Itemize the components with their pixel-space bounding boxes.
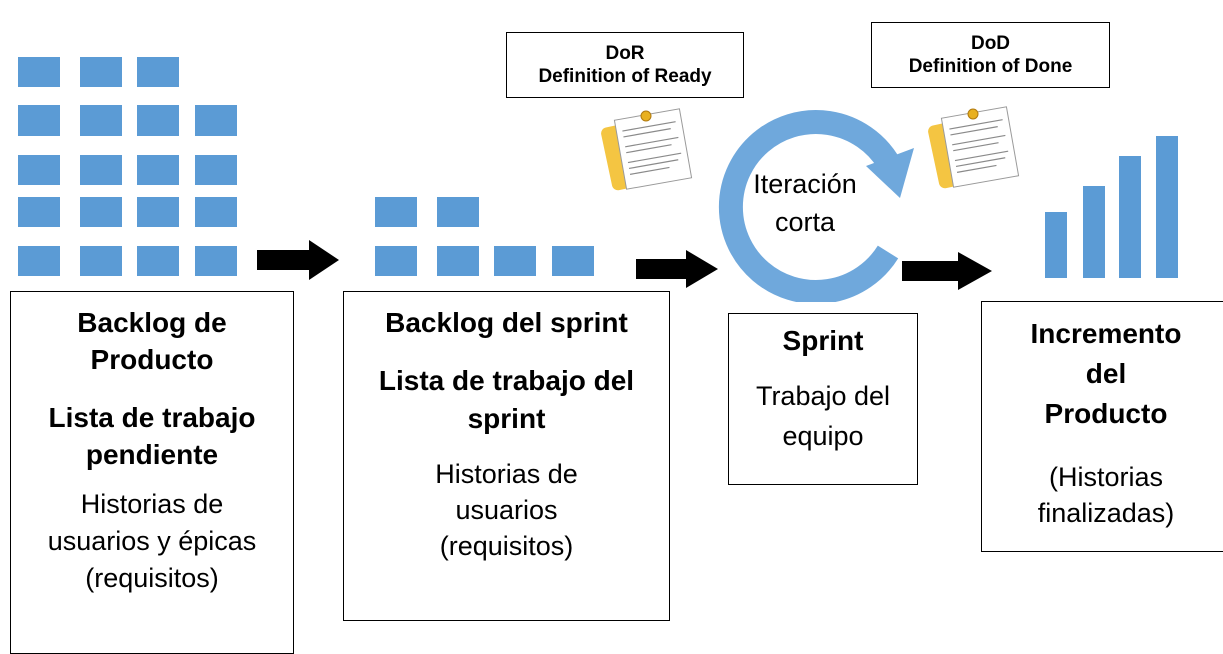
sprint-item-tile (552, 246, 594, 276)
flow-arrow-1 (257, 240, 339, 280)
backlog-item-tile (137, 197, 179, 227)
product-increment-box: Incremento del Producto (Historias final… (981, 301, 1223, 552)
dor-full-name: Definition of Ready (538, 66, 712, 87)
sprint-title: Sprint (782, 325, 864, 356)
checklist-note-icon (601, 108, 693, 191)
backlog-item-tile (137, 57, 179, 87)
backlog-item-tile (80, 105, 122, 136)
product-increment-title: Incremento del Producto (1030, 318, 1182, 429)
cycle-label: Iteración corta (753, 169, 857, 237)
sprint-box: Sprint Trabajo del equipo (728, 313, 918, 485)
backlog-item-tile (137, 155, 179, 185)
backlog-item-tile (195, 246, 237, 276)
increment-bar (1119, 156, 1141, 278)
product-backlog-description: Historias de usuarios y épicas (requisit… (47, 489, 257, 593)
flow-arrow-2 (636, 250, 718, 288)
dor-abbreviation: DoR (605, 43, 645, 64)
sprint-item-tile (375, 246, 417, 276)
backlog-item-tile (137, 105, 179, 136)
backlog-item-tile (18, 246, 60, 276)
sprint-backlog-description: Historias de usuarios (requisitos) (435, 459, 578, 561)
iteration-cycle-icon (718, 110, 914, 302)
sprint-backlog-box: Backlog del sprint Lista de trabajo del … (343, 291, 670, 621)
sprint-backlog-subtitle: Lista de trabajo del sprint (378, 365, 635, 434)
backlog-item-tile (18, 197, 60, 227)
sprint-backlog-title: Backlog del sprint (385, 307, 628, 338)
dod-label-box: DoD Definition of Done (871, 22, 1110, 88)
dor-label-box: DoR Definition of Ready (506, 32, 744, 98)
backlog-item-tile (137, 246, 179, 276)
sprint-item-tile (437, 197, 479, 227)
sprint-item-tile (437, 246, 479, 276)
dod-full-name: Definition of Done (908, 56, 1073, 77)
backlog-item-tile (18, 57, 60, 87)
backlog-item-tile (195, 197, 237, 227)
backlog-item-tile (195, 105, 237, 136)
product-backlog-title: Backlog de Producto (77, 307, 227, 375)
product-increment-description: (Historias finalizadas) (1037, 462, 1175, 528)
product-backlog-box: Backlog de Producto Lista de trabajo pen… (10, 291, 294, 654)
backlog-item-tile (80, 57, 122, 87)
sprint-description: Trabajo del equipo (755, 381, 891, 451)
sprint-item-tile (375, 197, 417, 227)
increment-bar (1156, 136, 1178, 278)
backlog-item-tile (80, 197, 122, 227)
backlog-item-tile (18, 105, 60, 136)
backlog-item-tile (80, 246, 122, 276)
product-backlog-subtitle: Lista de trabajo pendiente (48, 402, 256, 470)
checklist-note-icon (928, 106, 1020, 189)
increment-bar (1083, 186, 1105, 278)
increment-bar (1045, 212, 1067, 278)
flow-arrow-3 (902, 252, 992, 290)
sprint-item-tile (494, 246, 536, 276)
backlog-item-tile (18, 155, 60, 185)
backlog-item-tile (195, 155, 237, 185)
dod-abbreviation: DoD (970, 33, 1011, 54)
backlog-item-tile (80, 155, 122, 185)
